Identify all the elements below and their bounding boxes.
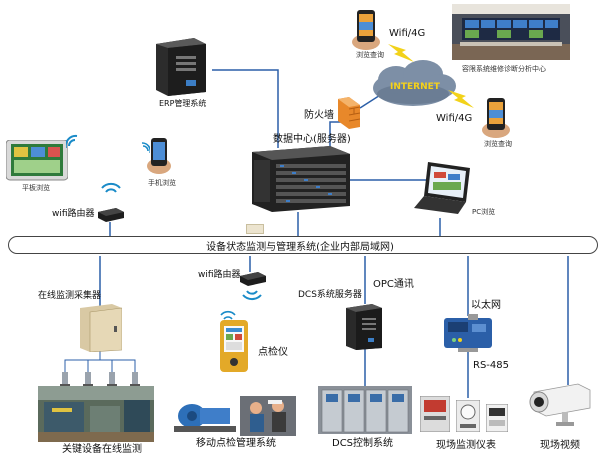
hub-box-icon: [246, 224, 264, 234]
wifi-signal-icon: [220, 306, 236, 320]
pump-station-photo: [170, 388, 298, 436]
online-collector-label: 在线监测采集器: [38, 291, 102, 301]
patrol-device-label: 点检仪: [258, 347, 288, 358]
phone-hand-icon: [348, 8, 384, 50]
phone-hand-icon: [144, 136, 174, 174]
data-center-server-icon: [252, 146, 350, 212]
lan-bus-label: 设备状态监测与管理系统(企业内部局域网): [206, 242, 394, 253]
internet-cloud-icon: [368, 58, 458, 110]
internet-label: INTERNET: [390, 82, 440, 92]
phone-hand-icon: [478, 96, 514, 138]
firewall-icon: [338, 97, 361, 129]
wifi-router-left-label: wifi路由器: [52, 209, 95, 219]
phone-browse-label: 手机浏览: [148, 179, 176, 187]
wifi-router-icon: [96, 206, 124, 222]
dcs-cabinet-photo: [318, 386, 412, 434]
collector-cabinet-icon: [80, 304, 123, 353]
wifi-router-icon: [238, 270, 266, 286]
wifi4g-top-label: Wifi/4G: [389, 28, 426, 39]
wifi-signal-icon: [64, 134, 84, 152]
firewall-wire: [329, 121, 342, 150]
factory-equipment-photo: [38, 386, 154, 442]
dcs-server-icon: [342, 302, 384, 350]
pc-browse-label: PC浏览: [472, 208, 496, 216]
laptop-icon: [414, 162, 470, 218]
patrol-device-icon: [220, 320, 248, 372]
wireless-lightning-icon: [446, 86, 476, 110]
browse-right-label: 浏览查询: [484, 140, 512, 148]
meter-icon: [455, 399, 481, 433]
firewall-label: 防火墙: [304, 110, 334, 121]
erp-wire: [212, 69, 279, 148]
wireless-lightning-icon: [386, 40, 416, 64]
wifi-signal-icon: [100, 180, 122, 196]
meter-icon: [485, 403, 509, 433]
monitor-center-photo: [452, 4, 570, 60]
caption-mobile: 移动点检管理系统: [196, 438, 276, 449]
wifi-signal-icon: [242, 288, 262, 302]
tablet-icon: [5, 139, 69, 182]
caption-online: 关键设备在线监测: [62, 444, 142, 455]
data-center-label: 数据中心(服务器): [273, 134, 351, 145]
wifi4g-right-label: Wifi/4G: [436, 113, 473, 124]
rs485-label: RS-485: [473, 360, 509, 371]
erp-server-icon: [150, 34, 210, 96]
ethernet-label: 以太网: [471, 300, 501, 311]
wifi-signal-icon: [136, 140, 152, 154]
monitor-center-label: 容限系统维修诊断分析中心: [462, 65, 546, 73]
dcs-server-label: DCS系统服务器: [298, 290, 362, 300]
caption-dcs: DCS控制系统: [332, 438, 394, 449]
protocol-converter-icon: [444, 314, 492, 352]
erp-label: ERP管理系统: [159, 99, 207, 108]
tablet-browse-label: 平板浏览: [22, 184, 50, 192]
caption-video: 现场视频: [540, 440, 580, 451]
caption-meter: 现场监测仪表: [436, 440, 496, 451]
meter-icon: [419, 395, 451, 433]
browse-top-label: 浏览查询: [356, 51, 384, 59]
lan-bus: [8, 236, 598, 254]
wifi-router-mid-label: wifi路由器: [198, 270, 241, 280]
opc-label: OPC通讯: [373, 279, 414, 290]
camera-icon: [528, 382, 592, 428]
